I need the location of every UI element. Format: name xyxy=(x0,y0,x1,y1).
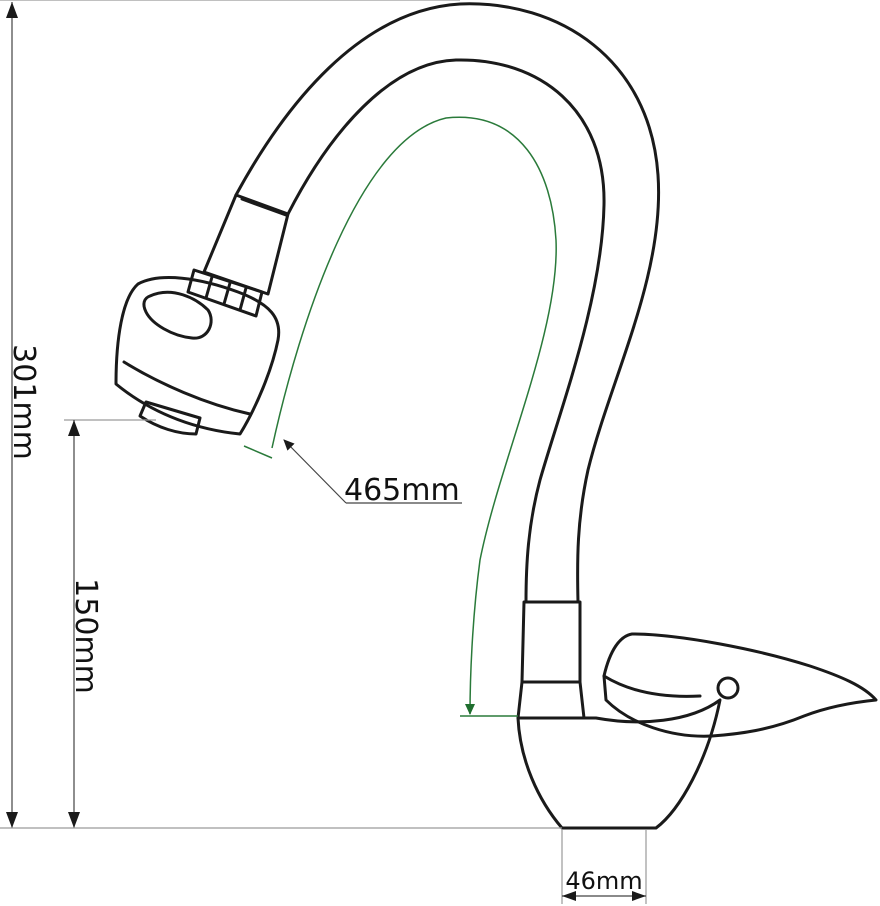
spout-height-label: 150mm xyxy=(68,578,103,694)
mixer-body xyxy=(516,698,722,830)
lever-handle xyxy=(602,632,878,738)
spray-head xyxy=(114,276,281,436)
hose-collar xyxy=(202,193,290,296)
hose-length-guide xyxy=(271,116,557,715)
dimension-total-height: 301mm xyxy=(0,0,460,828)
dimension-base-diameter: 46mm xyxy=(561,830,647,904)
faucet-outline xyxy=(114,2,878,830)
base-diameter-label: 46mm xyxy=(565,867,642,895)
hose-length-label: 465mm xyxy=(344,473,460,508)
total-height-label: 301mm xyxy=(6,344,41,460)
handle-screw xyxy=(716,676,740,700)
spray-nozzle xyxy=(138,400,202,436)
dimension-hose-length: 465mm xyxy=(283,439,462,508)
gooseneck-hose-inner xyxy=(286,58,606,604)
gooseneck-hose-outer xyxy=(234,2,661,604)
spray-button xyxy=(142,290,213,340)
dimension-spout-height: 150mm xyxy=(64,419,156,828)
connector-nut xyxy=(186,268,264,318)
spout-sleeve xyxy=(516,600,586,720)
